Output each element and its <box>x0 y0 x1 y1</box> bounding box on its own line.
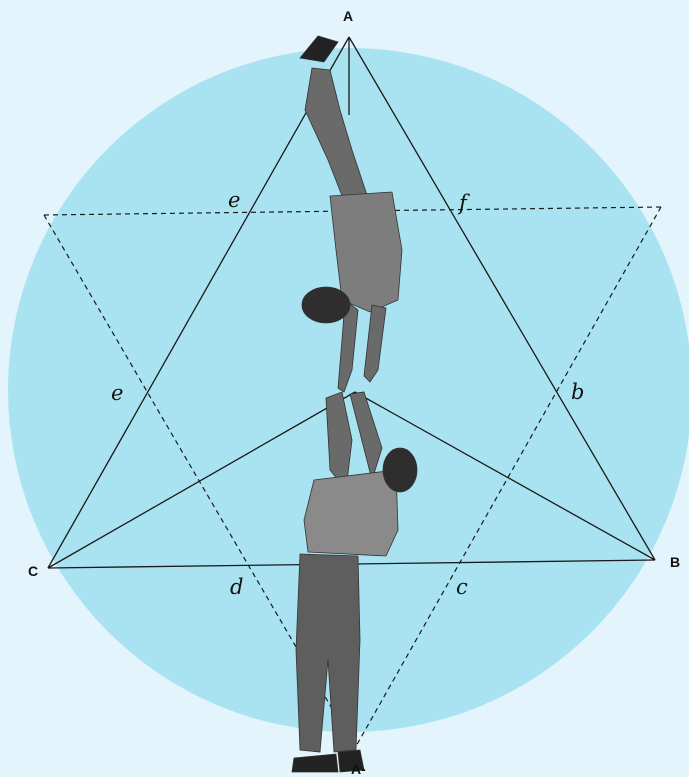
label-d: d <box>230 575 243 599</box>
label-e-top: e <box>228 188 240 212</box>
label-e-left: e <box>111 381 123 405</box>
label-b: b <box>571 380 584 404</box>
vertex-label-A-prime: A- <box>351 761 366 777</box>
top-head <box>302 287 350 323</box>
bottom-head <box>383 448 417 492</box>
vertex-label-C: C <box>28 563 38 579</box>
bottom-torso <box>304 470 398 556</box>
vertex-label-B: B <box>670 554 680 570</box>
label-c: c <box>456 575 468 599</box>
bottom-shoe-left <box>292 754 338 772</box>
vertex-label-A: A <box>343 8 353 24</box>
